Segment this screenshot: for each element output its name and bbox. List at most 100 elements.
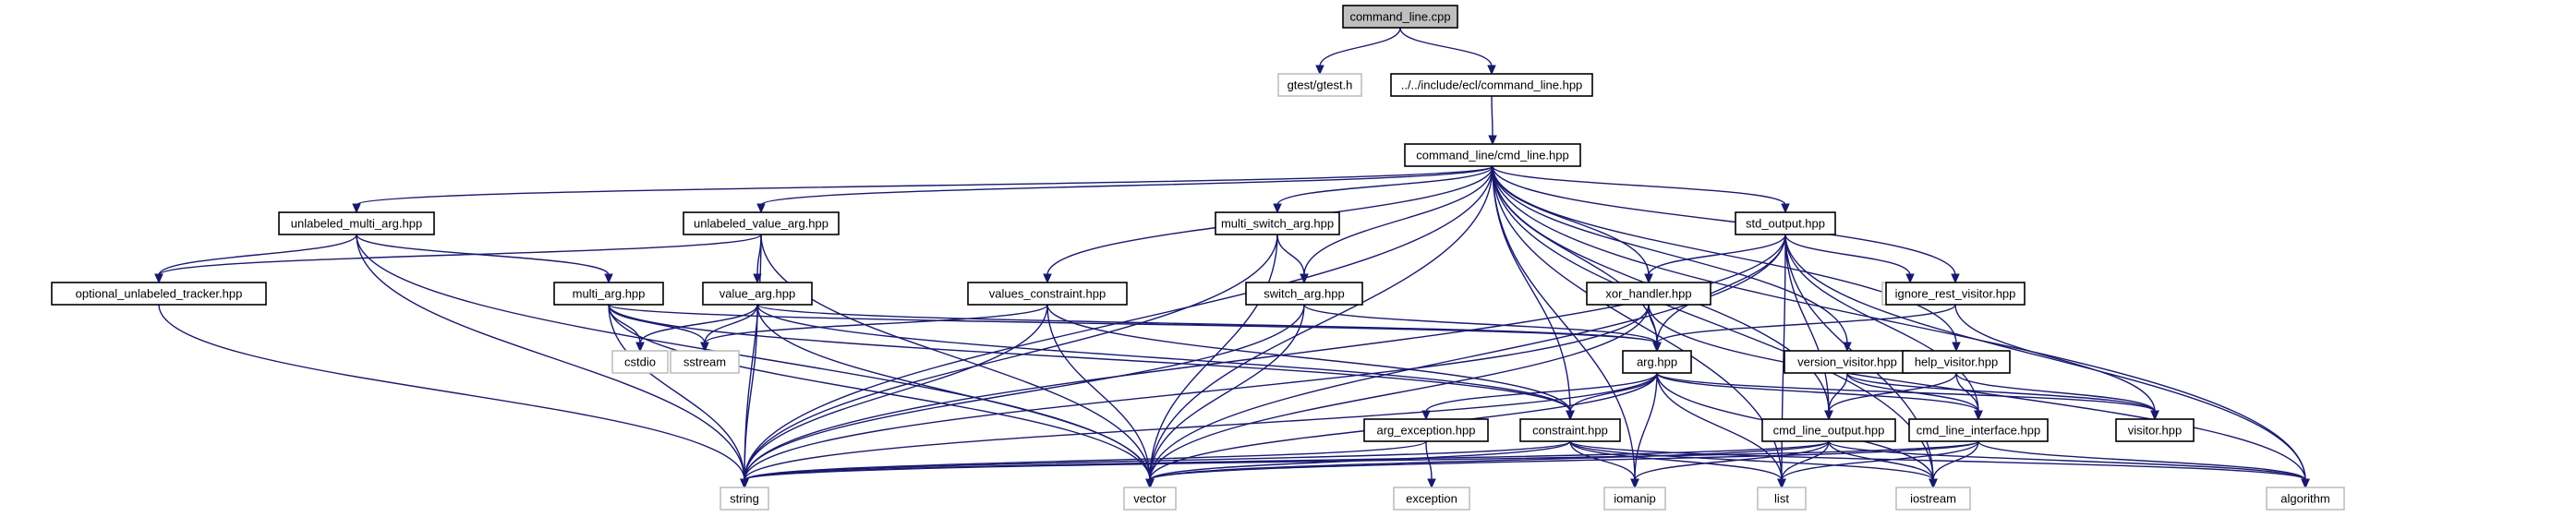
node-string[interactable]: string (720, 487, 769, 511)
edge-cmd_line_interface-to-iostream (1929, 440, 1979, 489)
edge-line (760, 165, 1494, 206)
arrowhead (1427, 478, 1436, 489)
node-vector[interactable]: vector (1123, 487, 1177, 511)
edge-cmd_line_interface-to-string (740, 440, 1979, 489)
edge-command_line_cpp-to-gtest (1315, 27, 1401, 76)
node-box (1895, 487, 1971, 511)
edge-cmd_line-to-help_visitor (1492, 165, 1961, 353)
edge-line (704, 304, 1048, 344)
node-arg-exception[interactable]: arg_exception.hpp (1363, 418, 1489, 442)
arrowhead (1952, 342, 1961, 353)
node-box (1902, 350, 2011, 374)
edge-line (744, 440, 1571, 481)
edge-line (1784, 234, 1830, 413)
edge-line (1634, 372, 1658, 481)
edge-line (158, 234, 357, 276)
edge-value_arg-to-sstream (700, 304, 758, 353)
edge-line (158, 234, 762, 276)
node-cmd-line[interactable]: command_line/cmd_line.hpp (1404, 143, 1581, 167)
edge-cmd_line-to-std_output (1492, 165, 1790, 214)
node-box (2266, 487, 2345, 511)
node-unlabeled-value-arg[interactable]: unlabeled_value_arg.hpp (683, 211, 840, 235)
node-label: exception (1406, 492, 1457, 506)
node-multi-switch-arg[interactable]: multi_switch_arg.hpp (1215, 211, 1340, 235)
node-iostream[interactable]: iostream (1895, 487, 1971, 511)
node-ignore-rest-visitor[interactable]: ignore_rest_visitor.hpp (1885, 282, 2026, 306)
node-cmd-line-interface[interactable]: cmd_line_interface.hpp (1908, 418, 2049, 442)
edge-line (1149, 165, 1494, 481)
node-command-line-cpp[interactable]: command_line.cpp (1342, 5, 1458, 29)
edge-line (1569, 440, 1783, 481)
node-box (1404, 143, 1581, 167)
node-iomanip[interactable]: iomanip (1603, 487, 1666, 511)
arrowhead (1929, 478, 1938, 489)
edge-line (756, 304, 1658, 344)
node-std-output[interactable]: std_output.hpp (1735, 211, 1836, 235)
node-help-visitor[interactable]: help_visitor.hpp (1902, 350, 2011, 374)
edge-line (1828, 372, 1957, 413)
node-label: multi_arg.hpp (573, 287, 646, 301)
edge-line (1656, 372, 1783, 481)
node-xor-handler[interactable]: xor_handler.hpp (1586, 282, 1711, 306)
edge-line (1276, 234, 1305, 276)
arrowhead (700, 342, 709, 353)
node-values-constraint[interactable]: values_constraint.hpp (967, 282, 1128, 306)
node-value-arg[interactable]: value_arg.hpp (702, 282, 813, 306)
arrowhead (1652, 342, 1662, 353)
node-gtest[interactable]: gtest/gtest.h (1277, 73, 1362, 97)
edge-line (1046, 304, 1151, 481)
node-cmd-line-output[interactable]: cmd_line_output.hpp (1761, 418, 1896, 442)
edges-layer (154, 27, 2310, 489)
node-switch-arg[interactable]: switch_arg.hpp (1245, 282, 1363, 306)
node-box (670, 350, 740, 374)
edge-switch_arg-to-string (740, 304, 1305, 489)
edge-line (1149, 440, 1830, 481)
node-arg[interactable]: arg.hpp (1622, 350, 1692, 374)
node-algorithm[interactable]: algorithm (2266, 487, 2345, 511)
node-label: arg_exception.hpp (1377, 424, 1476, 438)
arrowhead (1315, 65, 1324, 76)
edge-line (1492, 165, 1636, 481)
edge-line (1425, 372, 1658, 413)
node-label: values_constraint.hpp (989, 287, 1106, 301)
edge-help_visitor-to-cmd_line_output (1824, 372, 1957, 421)
node-visitor[interactable]: visitor.hpp (2115, 418, 2195, 442)
edge-line (1149, 234, 1786, 481)
edge-cmd_line-to-xor_handler (1492, 165, 1653, 284)
edge-cmd_line_output-to-vector (1145, 440, 1830, 489)
node-unlabeled-multi-arg[interactable]: unlabeled_multi_arg.hpp (278, 211, 435, 235)
node-constraint[interactable]: constraint.hpp (1519, 418, 1621, 442)
node-sstream[interactable]: sstream (670, 350, 740, 374)
node-label: ignore_rest_visitor.hpp (1895, 287, 2016, 301)
edge-line (1492, 165, 1786, 206)
edge-line (1781, 440, 1979, 481)
edge-line (1149, 304, 1650, 481)
edge-std_output-to-cmath (1784, 234, 1915, 284)
node-version-visitor[interactable]: version_visitor.hpp (1784, 350, 1911, 374)
edge-line (744, 304, 1048, 481)
node-label: gtest/gtest.h (1288, 78, 1353, 92)
edge-cmd_line-to-ignore_rest_visitor (1492, 165, 1960, 284)
node-label: unlabeled_multi_arg.hpp (291, 217, 422, 231)
edge-line (1656, 372, 1979, 413)
node-list[interactable]: list (1757, 487, 1807, 511)
node-label: switch_arg.hpp (1264, 287, 1344, 301)
arrowhead (1566, 410, 1575, 421)
node-label: command_line.cpp (1349, 10, 1450, 24)
node-label: version_visitor.hpp (1797, 355, 1897, 369)
node-box (1363, 418, 1489, 442)
node-cstdio[interactable]: cstdio (611, 350, 669, 374)
node-ecl-command-line[interactable]: ../../include/ecl/command_line.hpp (1390, 73, 1593, 97)
edge-line (1977, 440, 2306, 481)
node-box (1393, 487, 1470, 511)
edge-line (1569, 440, 1636, 481)
edge-line (756, 304, 1571, 413)
node-exception[interactable]: exception (1393, 487, 1470, 511)
node-label: visitor.hpp (2128, 424, 2183, 438)
node-label: unlabeled_value_arg.hpp (694, 217, 828, 231)
node-optional-unlabeled-tracker[interactable]: optional_unlabeled_tracker.hpp (51, 282, 267, 306)
node-label: std_output.hpp (1746, 217, 1825, 231)
node-multi-arg[interactable]: multi_arg.hpp (553, 282, 664, 306)
edge-line (1656, 372, 2156, 413)
